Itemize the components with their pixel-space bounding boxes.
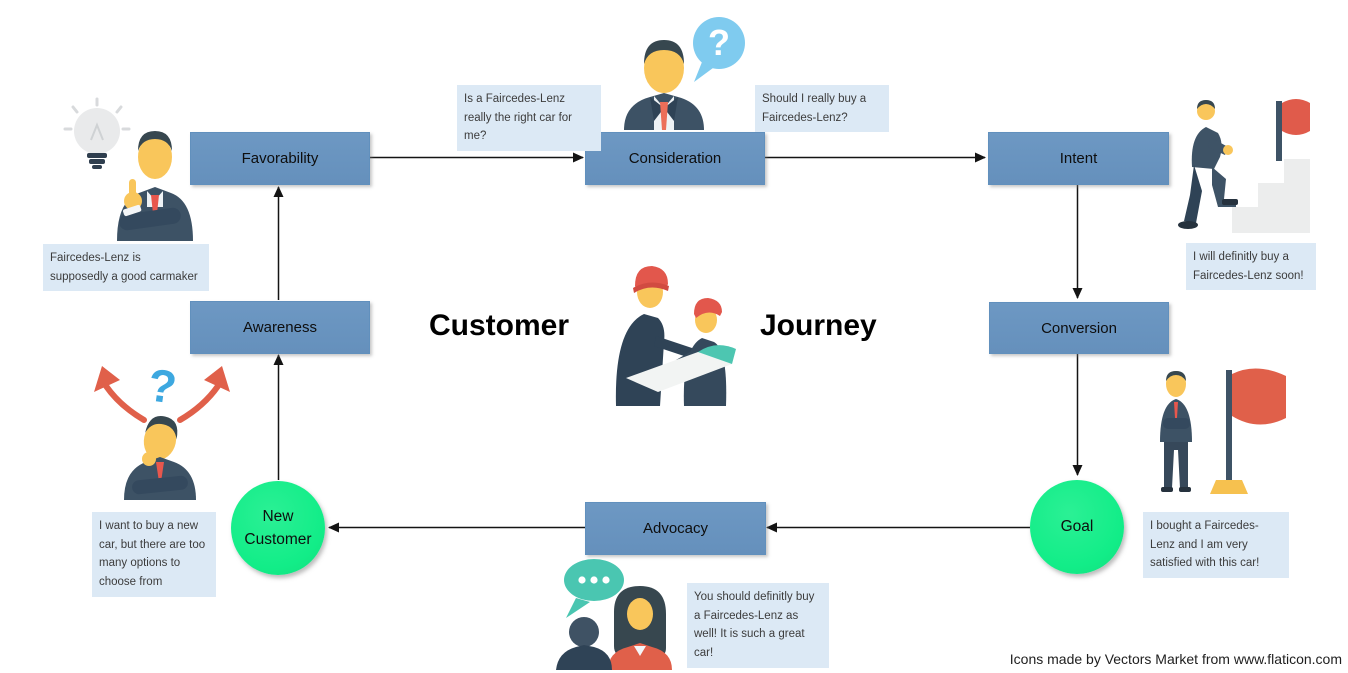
stage-consideration[interactable]: Consideration xyxy=(585,132,765,185)
question-bubble-man-icon: ? xyxy=(624,17,745,130)
question-bubble-icon: ? xyxy=(693,17,745,82)
note-idea[interactable]: Faircedes-Lenz is supposedly a good carm… xyxy=(43,244,209,292)
stairs-flag-man-icon xyxy=(1178,99,1310,233)
standing-man-figure xyxy=(1160,371,1192,492)
stage-awareness[interactable]: Awareness xyxy=(190,301,370,354)
stage-intent[interactable]: Intent xyxy=(988,132,1169,185)
title-word-journey: Journey xyxy=(760,309,877,342)
speech-bubble-icon xyxy=(564,559,624,618)
construction-workers-icon xyxy=(615,266,736,406)
confused-question-glyph: ? xyxy=(145,358,180,413)
confused-man-figure xyxy=(124,416,196,500)
stage-advocacy[interactable]: Advocacy xyxy=(585,502,766,555)
blueprint-shape xyxy=(626,345,736,392)
stairs-shape xyxy=(1232,159,1310,233)
climbing-man-figure xyxy=(1178,100,1238,229)
choice-arrows xyxy=(94,366,230,423)
icons-attribution: Icons made by Vectors Market from www.fl… xyxy=(1009,651,1342,667)
flag-pole xyxy=(1226,370,1232,482)
man-figure xyxy=(556,617,612,670)
milestone-goal[interactable]: Goal xyxy=(1030,480,1124,574)
stage-conversion[interactable]: Conversion xyxy=(989,302,1169,354)
idea-man-figure xyxy=(117,131,193,241)
note-consideration-right[interactable]: Should I really buy a Faircedes-Lenz? xyxy=(755,85,889,133)
confused-man-icon: ? xyxy=(94,358,230,500)
milestone-new-customer[interactable]: New Customer xyxy=(231,481,325,575)
red-flag-icon xyxy=(1282,99,1310,135)
idea-man-icon xyxy=(63,97,193,241)
woman-figure xyxy=(608,586,672,670)
note-intent[interactable]: I will definitly buy a Faircedes-Lenz so… xyxy=(1186,243,1316,291)
flag-base xyxy=(1210,480,1248,494)
note-advocacy[interactable]: You should definitly buy a Faircedes-Len… xyxy=(687,583,829,668)
lightbulb-icon xyxy=(63,97,131,169)
title-word-customer: Customer xyxy=(429,309,570,342)
red-flag-icon xyxy=(1232,368,1286,425)
note-new-customer[interactable]: I want to buy a new car, but there are t… xyxy=(92,512,216,597)
question-glyph: ? xyxy=(708,22,730,63)
flag-pole xyxy=(1276,101,1282,161)
question-man-figure xyxy=(624,40,704,130)
flag-man-icon xyxy=(1160,368,1286,494)
stage-favorability[interactable]: Favorability xyxy=(190,132,370,185)
note-consideration-left[interactable]: Is a Faircedes-Lenz really the right car… xyxy=(457,85,601,151)
note-goal[interactable]: I bought a Faircedes-Lenz and I am very … xyxy=(1143,512,1289,578)
talking-people-icon xyxy=(556,559,672,670)
